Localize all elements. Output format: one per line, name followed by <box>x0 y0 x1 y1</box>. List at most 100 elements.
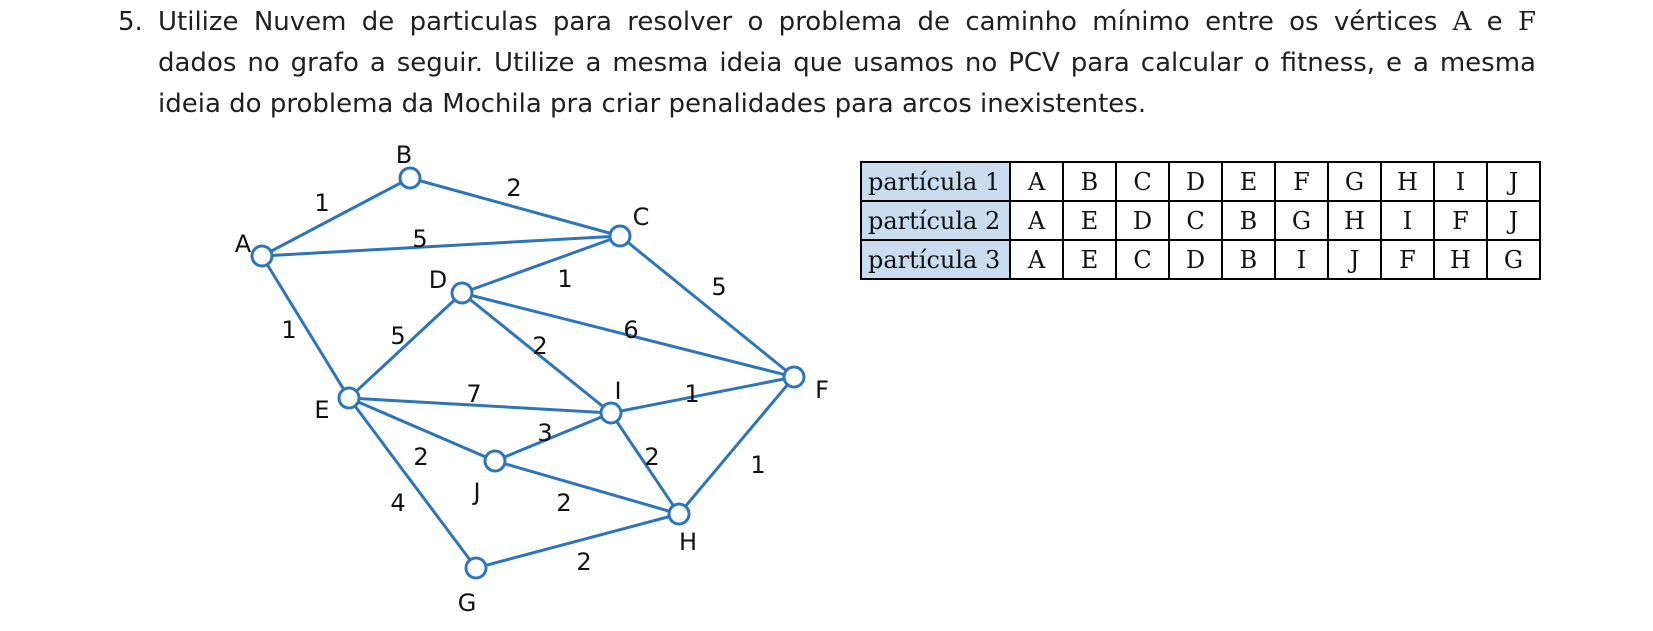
edge-e-i <box>348 396 612 415</box>
particle-label: partícula 3 <box>860 239 1011 280</box>
edge-i-f <box>610 375 795 415</box>
vertex-i <box>599 401 623 425</box>
edge-a-c <box>261 234 621 258</box>
vertex-b <box>398 166 422 190</box>
edge-d-i <box>461 291 612 415</box>
question-text: 5. Utilize Nuvem de particulas para reso… <box>118 2 1536 125</box>
vertex-label-f: F <box>815 376 829 404</box>
edge-d-c <box>461 234 621 295</box>
vertex-label-h: H <box>679 528 697 556</box>
particle-cell: J <box>1327 239 1382 280</box>
particle-cell: H <box>1380 161 1435 202</box>
vertex-f <box>782 365 806 389</box>
edge-weight-e-d: 5 <box>390 322 405 350</box>
edge-weight-d-i: 2 <box>532 332 547 360</box>
vertex-label-e: E <box>314 396 329 424</box>
vertex-j <box>483 449 507 473</box>
particle-label: partícula 1 <box>860 161 1011 202</box>
particle-cell: A <box>1009 161 1064 202</box>
graph-edges <box>260 176 796 570</box>
question-line-3: ideia do problema da Mochila pra criar p… <box>158 89 1147 119</box>
vertex-h <box>667 502 691 526</box>
edge-weight-a-e: 1 <box>281 316 296 344</box>
question-line-1: Utilize Nuvem de particulas para resolve… <box>158 2 1536 43</box>
particle-cell: A <box>1009 239 1064 280</box>
particle-cell: D <box>1115 200 1170 241</box>
vertex-c <box>608 224 632 248</box>
edge-weight-j-i: 3 <box>537 419 552 447</box>
edge-weight-b-c: 2 <box>506 174 521 202</box>
vertex-g <box>464 556 488 580</box>
edge-g-h <box>475 512 680 570</box>
edge-weight-i-f: 1 <box>684 380 699 408</box>
particle-cell: B <box>1221 239 1276 280</box>
edge-h-f <box>677 376 796 515</box>
question-line-1-text: Utilize Nuvem de particulas para resolve… <box>158 7 1438 37</box>
question-line-2: dados no grafo a seguir. Utilize a mesma… <box>158 48 1536 78</box>
edge-weight-d-c: 1 <box>557 265 572 293</box>
particle-cell: A <box>1009 200 1064 241</box>
vertex-a <box>250 244 274 268</box>
particle-cell: H <box>1327 200 1382 241</box>
edge-j-i <box>494 411 612 463</box>
conjunction: e <box>1486 7 1503 37</box>
question-body: Utilize Nuvem de particulas para resolve… <box>158 2 1536 125</box>
edge-weight-a-c: 5 <box>412 225 427 253</box>
particle-cell: H <box>1433 239 1488 280</box>
particle-cell: G <box>1486 239 1541 280</box>
particle-cell: J <box>1486 200 1541 241</box>
particle-cell: I <box>1380 200 1435 241</box>
vertex-d <box>450 281 474 305</box>
graph-nodes <box>250 166 806 580</box>
particle-cell: E <box>1062 200 1117 241</box>
vertex-e <box>337 386 361 410</box>
edge-weight-j-h: 2 <box>556 489 571 517</box>
particle-label: partícula 2 <box>860 200 1011 241</box>
edge-j-h <box>494 459 680 516</box>
edge-weight-a-b: 1 <box>314 189 329 217</box>
particle-cell: E <box>1062 239 1117 280</box>
vertex-label-c: C <box>633 203 650 231</box>
edge-i-h <box>609 412 681 515</box>
particle-cell: B <box>1062 161 1117 202</box>
question-number: 5. <box>118 7 143 37</box>
particle-cell: I <box>1274 239 1329 280</box>
edge-weight-e-g: 4 <box>390 489 405 517</box>
edge-weight-g-h: 2 <box>576 548 591 576</box>
particle-cell: G <box>1274 200 1329 241</box>
particle-cell: C <box>1168 200 1223 241</box>
particle-cell: F <box>1433 200 1488 241</box>
edge-c-f <box>619 234 795 379</box>
vertex-f-ref: F <box>1517 7 1537 37</box>
particle-cell: C <box>1115 161 1170 202</box>
edge-weight-d-f: 6 <box>623 316 638 344</box>
particle-cell: E <box>1221 161 1276 202</box>
vertex-label-d: D <box>429 266 447 294</box>
vertex-label-j: J <box>471 478 480 506</box>
edge-weight-h-f: 1 <box>750 451 765 479</box>
edge-weight-c-f: 5 <box>711 273 726 301</box>
particle-cell: B <box>1221 200 1276 241</box>
particle-cell: C <box>1115 239 1170 280</box>
edge-b-c <box>409 176 621 238</box>
edge-weight-i-h: 2 <box>644 443 659 471</box>
vertex-label-b: B <box>396 141 412 169</box>
edge-weight-e-j: 2 <box>413 443 428 471</box>
edge-a-b <box>261 176 411 258</box>
particle-cell: D <box>1168 161 1223 202</box>
edge-e-g <box>347 397 478 569</box>
edge-a-e <box>260 255 351 399</box>
particle-cell: I <box>1433 161 1488 202</box>
particle-cell: J <box>1486 161 1541 202</box>
particle-cell: F <box>1380 239 1435 280</box>
edge-e-d <box>347 291 464 400</box>
particle-cell: F <box>1274 161 1329 202</box>
particle-cell: D <box>1168 239 1223 280</box>
